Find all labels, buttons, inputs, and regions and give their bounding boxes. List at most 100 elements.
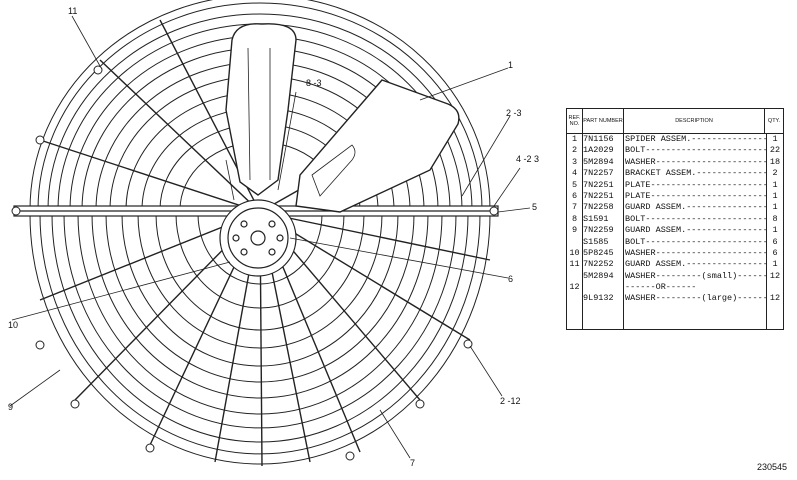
description-cell: BRACKET ASSEM.--------------- xyxy=(625,168,767,179)
part-number-cell: 9L9132 xyxy=(583,293,614,304)
part-number-cell: 5P8245 xyxy=(583,247,614,258)
table-row: 8 S1591 BOLT------------------------- 8 xyxy=(567,214,783,225)
table-row: S1585 BOLT------------------------- 6 xyxy=(567,237,783,248)
part-number-cell: 5M2894 xyxy=(583,270,614,281)
qty-cell: 1 xyxy=(772,259,778,270)
description-cell: BOLT------------------------- xyxy=(625,145,767,156)
description-cell: WASHER---------(large)------- xyxy=(625,293,767,304)
qty-cell: 1 xyxy=(772,202,778,213)
part-number-cell: 5M2894 xyxy=(583,156,614,167)
table-row: 7 7N2258 GUARD ASSEM.----------------- 1 xyxy=(567,202,783,213)
callout-10: 10 xyxy=(8,320,19,330)
description-cell: GUARD ASSEM.----------------- xyxy=(625,259,767,270)
qty-cell: 6 xyxy=(772,247,778,258)
guard-bracket-tabs xyxy=(11,65,499,461)
header-part-number: PART NUMBER xyxy=(583,109,624,133)
qty-cell: 1 xyxy=(772,190,778,201)
part-number-cell: 7N2257 xyxy=(583,168,614,179)
ref-no-cell: 6 xyxy=(571,190,578,201)
callout-8-3: 8 -3 xyxy=(306,78,322,88)
table-row: 5M2894 WASHER---------(small)-------12 xyxy=(567,271,783,282)
description-cell: PLATE------------------------ xyxy=(625,190,767,201)
description-cell: ------OR------ xyxy=(625,282,697,293)
callout-11: 11 xyxy=(68,6,78,16)
description-cell: GUARD ASSEM.----------------- xyxy=(625,202,767,213)
parts-table-header: REF. NO. PART NUMBER DESCRIPTION QTY. xyxy=(567,109,783,134)
ref-no-cell: 10 xyxy=(569,247,580,258)
table-row: 9L9132 WASHER---------(large)-------12 xyxy=(567,293,783,304)
header-ref-no: REF. NO. xyxy=(567,109,583,133)
fan-blades xyxy=(225,23,460,213)
ref-no-cell: 7 xyxy=(571,202,578,213)
description-cell: BOLT------------------------- xyxy=(625,236,767,247)
ref-no-cell: 8 xyxy=(571,213,578,224)
qty-cell: 12 xyxy=(769,293,781,304)
table-row: 12 ------OR------ xyxy=(567,282,783,293)
part-number-cell: S1585 xyxy=(583,236,609,247)
callout-6: 6 xyxy=(508,274,514,284)
description-cell: BOLT------------------------- xyxy=(625,213,767,224)
ref-no-cell: 3 xyxy=(571,156,578,167)
qty-cell: 1 xyxy=(772,179,778,190)
description-cell: WASHER---------(small)------- xyxy=(625,270,767,281)
callout-7: 7 xyxy=(410,458,416,468)
table-row: 6 7N2251 PLATE------------------------ 1 xyxy=(567,191,783,202)
column-divider xyxy=(582,134,583,330)
lower-guard-rings xyxy=(29,213,491,465)
callout-2-12: 2 -12 xyxy=(500,396,521,406)
qty-cell: 1 xyxy=(772,134,778,144)
part-number-cell xyxy=(582,282,625,293)
spider-hub xyxy=(219,199,297,277)
description-cell: WASHER----------------------- xyxy=(625,247,767,258)
ref-no-cell: 1 xyxy=(571,134,578,144)
part-number-cell: S1591 xyxy=(583,213,609,224)
part-number-cell: 7N2258 xyxy=(583,202,614,213)
ref-no-cell: 12 xyxy=(569,282,580,293)
qty-cell: 6 xyxy=(772,236,778,247)
part-number-cell: 7N2252 xyxy=(583,259,614,270)
ref-no-cell: 2 xyxy=(571,145,578,156)
callout-9: 9 xyxy=(8,402,14,412)
part-number-cell: 1A2029 xyxy=(583,145,614,156)
ref-no-cell: 4 xyxy=(571,168,578,179)
table-row: 3 5M2894 WASHER-----------------------18 xyxy=(567,157,783,168)
ref-no-cell xyxy=(567,271,582,282)
description-cell: WASHER----------------------- xyxy=(625,156,767,167)
qty-cell: 18 xyxy=(769,156,781,167)
description-cell: SPIDER ASSEM.--------------- xyxy=(625,134,767,144)
column-divider xyxy=(766,134,767,330)
qty-cell xyxy=(767,282,783,293)
ref-no-cell: 11 xyxy=(569,259,580,270)
table-row: 1 7N1156 SPIDER ASSEM.--------------- 1 xyxy=(567,134,783,145)
part-number-cell: 7N2259 xyxy=(583,225,614,236)
callout-5: 5 xyxy=(532,202,538,212)
callout-4-2-3: 4 -2 3 xyxy=(516,154,540,164)
header-qty: QTY. xyxy=(767,118,781,124)
part-number-cell: 7N2251 xyxy=(583,190,614,201)
qty-cell: 1 xyxy=(772,225,778,236)
qty-cell: 2 xyxy=(772,168,778,179)
qty-cell: 8 xyxy=(772,213,778,224)
drawing-number: 230545 xyxy=(756,462,787,472)
description-cell: PLATE------------------------ xyxy=(625,179,767,190)
fan-guard-exploded-drawing xyxy=(9,0,531,467)
table-row: 4 7N2257 BRACKET ASSEM.--------------- 2 xyxy=(567,168,783,179)
column-divider xyxy=(623,134,624,330)
callout-leaders xyxy=(9,15,531,459)
ref-no-cell xyxy=(567,293,582,304)
callout-1: 1 xyxy=(508,60,514,70)
ref-no-cell: 5 xyxy=(571,179,578,190)
header-description: DESCRIPTION xyxy=(624,109,765,133)
callout-2-3: 2 -3 xyxy=(506,108,522,118)
description-cell: GUARD ASSEM.----------------- xyxy=(625,225,767,236)
qty-cell: 12 xyxy=(769,270,781,281)
ref-no-cell: 9 xyxy=(571,225,578,236)
table-row: 9 7N2259 GUARD ASSEM.----------------- 1 xyxy=(567,225,783,236)
part-number-cell: 7N1156 xyxy=(583,134,614,144)
